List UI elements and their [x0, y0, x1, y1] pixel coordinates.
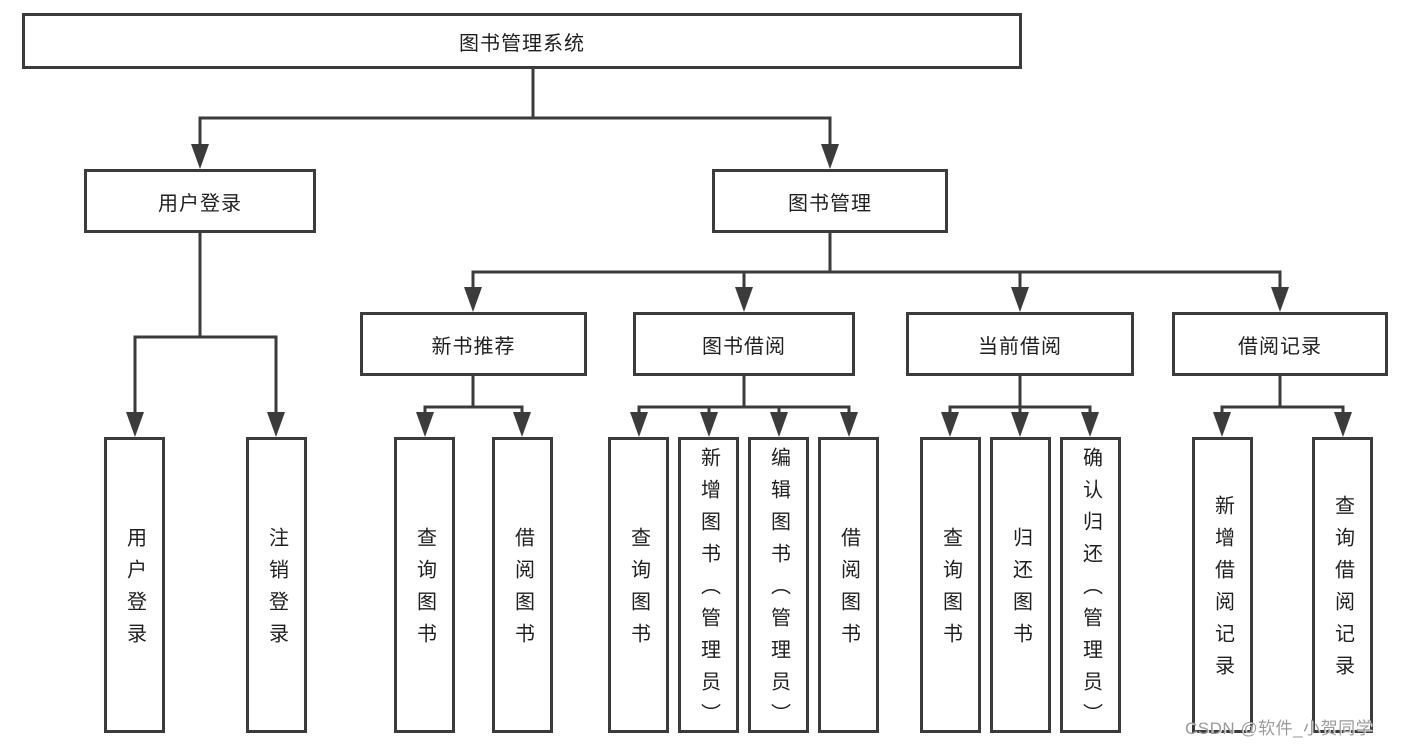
node-user-login: 用户登录	[84, 169, 316, 233]
leaf-query-borrow-record-label: 查询借阅记录	[1331, 495, 1354, 687]
connector-book-borrowing-branch	[637, 374, 851, 416]
watermark: CSDN @软件_小贺同学	[1185, 719, 1374, 738]
leaf-query-borrow-record: 查询借阅记录	[1312, 437, 1373, 733]
leaf-query-books-borrow: 查询图书	[608, 437, 669, 733]
connector-current-borrowing-branch	[948, 374, 1092, 416]
leaf-query-books-recommend-label: 查询图书	[413, 527, 436, 655]
node-current-borrowing: 当前借阅	[906, 312, 1134, 376]
connector-root-branch	[198, 67, 832, 148]
connector-borrowing-records-branch	[1220, 374, 1345, 416]
leaf-logout-login-label: 注销登录	[265, 527, 288, 655]
leaf-query-books-current-label: 查询图书	[939, 527, 962, 655]
node-root: 图书管理系统	[22, 13, 1022, 69]
leaf-query-books-current: 查询图书	[920, 437, 981, 733]
node-current-borrowing-label: 当前借阅	[978, 335, 1062, 358]
node-root-label: 图书管理系统	[459, 32, 585, 55]
connector-book-management-branch	[471, 231, 1282, 291]
leaf-add-book-admin: 新增图书（管理员）	[678, 437, 739, 735]
leaf-confirm-return-admin-label: 确认归还（管理员）	[1079, 447, 1102, 735]
leaf-user-login-label: 用户登录	[123, 527, 146, 655]
node-user-login-label: 用户登录	[158, 192, 242, 215]
node-new-book-recommendation-label: 新书推荐	[431, 335, 516, 358]
node-borrowing-records-label: 借阅记录	[1238, 335, 1322, 358]
leaf-logout-login: 注销登录	[246, 437, 307, 733]
arrowheads	[126, 144, 1352, 437]
connector-new-book-branch	[423, 374, 524, 416]
node-book-borrowing-label: 图书借阅	[702, 335, 786, 358]
leaf-borrow-books-recommend: 借阅图书	[492, 437, 553, 733]
node-borrowing-records: 借阅记录	[1172, 312, 1388, 376]
node-book-management: 图书管理	[712, 169, 948, 233]
leaf-add-borrow-record: 新增借阅记录	[1192, 437, 1253, 733]
leaf-borrow-books: 借阅图书	[818, 437, 879, 733]
leaf-user-login: 用户登录	[104, 437, 165, 733]
leaf-borrow-books-recommend-label: 借阅图书	[511, 527, 534, 655]
connector-user-login-branch	[133, 231, 278, 416]
leaf-edit-book-admin: 编辑图书（管理员）	[748, 437, 809, 735]
leaf-edit-book-admin-label: 编辑图书（管理员）	[767, 447, 790, 735]
node-new-book-recommendation: 新书推荐	[360, 312, 587, 376]
node-book-borrowing: 图书借阅	[633, 312, 855, 376]
leaf-add-borrow-record-label: 新增借阅记录	[1211, 495, 1234, 687]
leaf-return-book: 归还图书	[990, 437, 1051, 733]
leaf-confirm-return-admin: 确认归还（管理员）	[1060, 437, 1121, 735]
leaf-return-book-label: 归还图书	[1009, 527, 1032, 655]
leaf-query-books-borrow-label: 查询图书	[627, 527, 650, 655]
leaf-add-book-admin-label: 新增图书（管理员）	[697, 447, 720, 735]
leaf-borrow-books-label: 借阅图书	[837, 527, 860, 655]
node-book-management-label: 图书管理	[788, 192, 872, 215]
leaf-query-books-recommend: 查询图书	[394, 437, 455, 733]
